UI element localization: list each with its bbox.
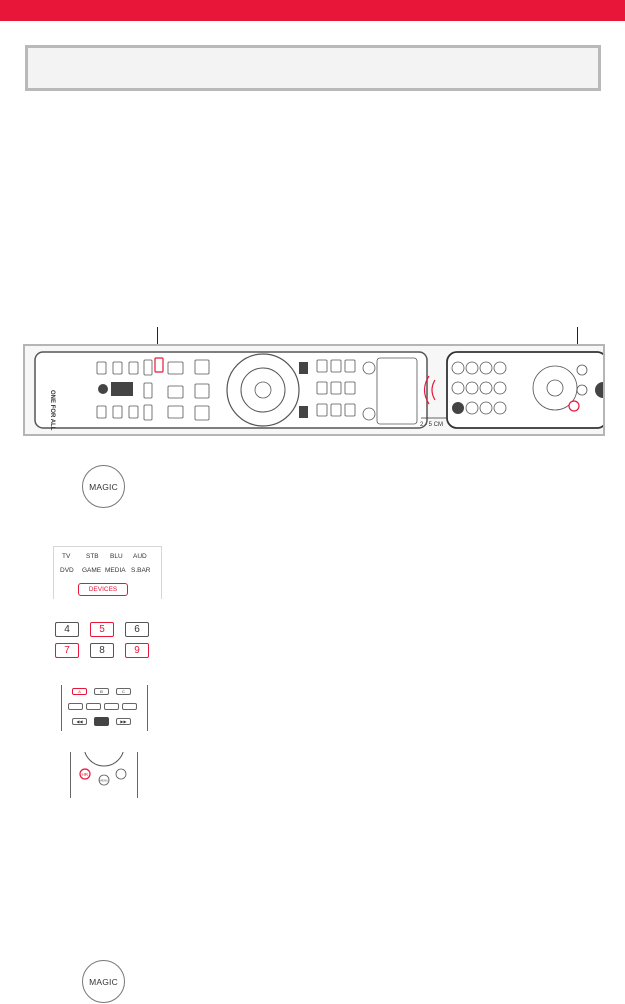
color-key-2 <box>86 703 101 710</box>
device-game: GAME <box>82 567 102 574</box>
nav-red-label: HR <box>82 772 89 777</box>
device-panel <box>53 546 162 599</box>
magic-button: MAGIC <box>82 465 125 508</box>
device-aud: AUD <box>133 553 147 560</box>
magic-button-bottom: MAGIC <box>82 960 125 1003</box>
color-key-4 <box>122 703 137 710</box>
title-box <box>25 45 601 91</box>
devices-button: DEVICES <box>78 583 128 596</box>
device-sbar: S.BAR <box>131 567 151 574</box>
playback-pad: A B C ◀◀ ▶▶ <box>61 685 148 731</box>
key-5: 5 <box>90 622 114 637</box>
key-7: 7 <box>55 643 79 658</box>
nav-pad: HR MENU <box>70 752 138 798</box>
device-dvd: DVD <box>60 567 74 574</box>
key-6: 6 <box>125 622 149 637</box>
forward-icon: ▶▶ <box>120 719 127 724</box>
nav-drawing: HR MENU <box>79 752 127 786</box>
device-stb: STB <box>86 553 99 560</box>
color-key-1 <box>68 703 83 710</box>
forward-key: ▶▶ <box>116 718 131 725</box>
nav-menu-label: MENU <box>100 779 109 783</box>
brand-logo: ONE FOR ALL <box>49 390 55 431</box>
key-9: 9 <box>125 643 149 658</box>
key-4: 4 <box>55 622 79 637</box>
key-a: A <box>72 688 87 695</box>
top-accent-bar <box>0 0 625 21</box>
key-c: C <box>116 688 131 695</box>
arrow-left-line <box>157 327 158 353</box>
device-tv: TV <box>62 553 71 560</box>
color-key-3 <box>104 703 119 710</box>
magic-label-bottom: MAGIC <box>89 976 118 987</box>
key-8: 8 <box>90 643 114 658</box>
device-blu: BLU <box>110 553 123 560</box>
remote-drawing: ONE FOR ALL <box>34 351 611 431</box>
rewind-key: ◀◀ <box>72 718 87 725</box>
key-b: B <box>94 688 109 695</box>
magic-label: MAGIC <box>89 481 118 492</box>
rewind-icon: ◀◀ <box>76 719 83 724</box>
remote-illustration: ONE FOR ALL <box>23 344 611 436</box>
distance-label: 2 - 5 CM <box>420 422 443 428</box>
play-key <box>94 717 109 726</box>
device-media: MEDIA <box>105 567 126 574</box>
